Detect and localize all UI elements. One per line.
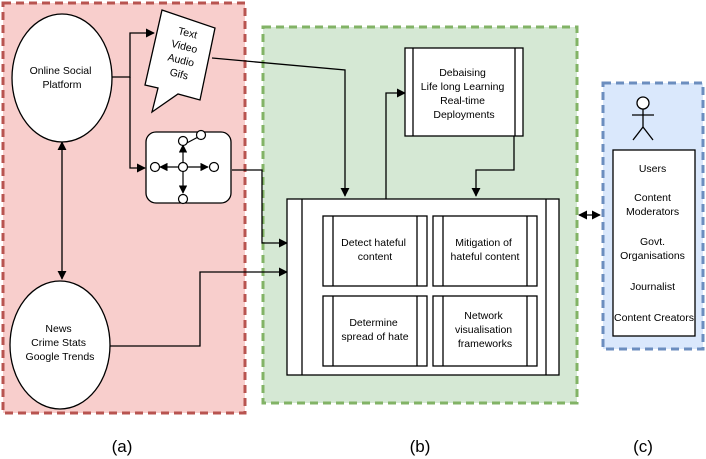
edge-platform-to-network bbox=[129, 77, 146, 173]
svg-text:Text Video Audio: Text Video Audio Gifs bbox=[163, 24, 205, 84]
edge-deployment-to-core bbox=[471, 136, 515, 197]
spread-of-hate-box bbox=[322, 295, 428, 367]
actor-icon bbox=[632, 96, 654, 141]
deployment-box bbox=[404, 47, 524, 137]
users-label: Users Content Moderators Govt. Organisat… bbox=[614, 163, 694, 324]
online-social-platform-node bbox=[11, 13, 113, 143]
edge-platform-to-media bbox=[112, 28, 155, 78]
news-sources-label: News Crime Stats Google Trends bbox=[26, 323, 95, 363]
users-box bbox=[612, 149, 696, 337]
media-types-callout bbox=[144, 9, 216, 114]
caption-b: (b) bbox=[410, 437, 431, 456]
detect-hateful-content-box bbox=[322, 215, 428, 287]
mitigation-label: Mitigation of hateful content bbox=[451, 237, 520, 263]
network-graph-icon bbox=[145, 129, 232, 205]
mitigation-box bbox=[432, 215, 538, 287]
edge-network-to-core bbox=[232, 169, 288, 248]
spread-of-hate-label: Determine spread of hate bbox=[341, 317, 408, 343]
edge-news-to-core bbox=[110, 267, 288, 347]
connectors bbox=[57, 28, 601, 347]
online-social-platform-label: Online Social Platform bbox=[30, 65, 95, 91]
news-sources-node bbox=[9, 280, 111, 410]
network-visualisation-box bbox=[432, 295, 538, 367]
edge-core-to-deployment bbox=[385, 88, 406, 199]
detect-hateful-content-label: Detect hateful content bbox=[341, 237, 409, 263]
deployment-label: Debaising Life long Learning Real-time D… bbox=[421, 67, 507, 121]
media-types-label: Text Video Audio Gifs bbox=[163, 24, 205, 84]
edge-media-to-core bbox=[211, 57, 350, 197]
caption-c: (c) bbox=[633, 437, 653, 456]
network-visualisation-label: Network visualisation frameworks bbox=[455, 310, 515, 350]
caption-a: (a) bbox=[112, 437, 133, 456]
